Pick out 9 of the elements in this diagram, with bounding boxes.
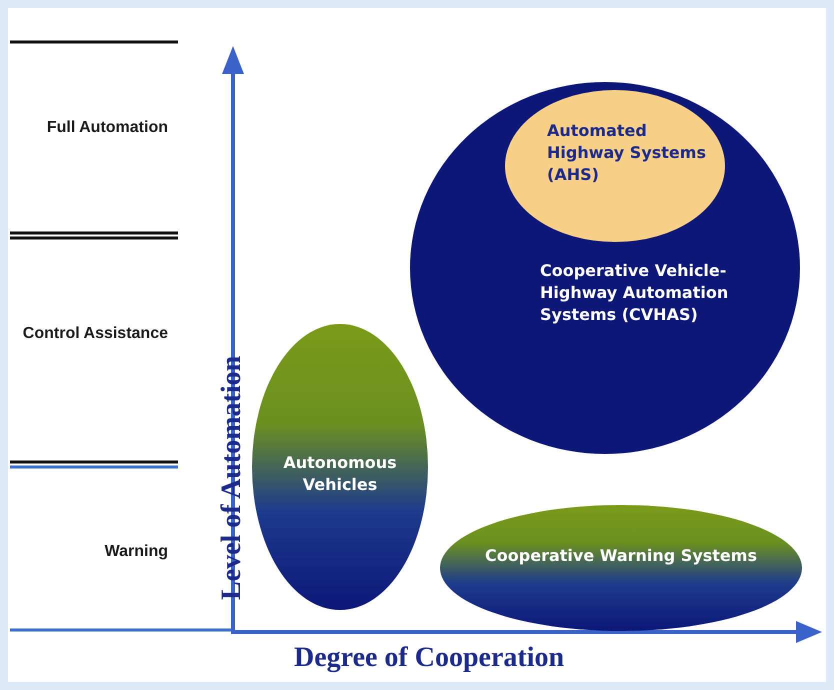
node-label: Cooperative Vehicle-Highway Automation Systems (CVHAS) <box>540 260 730 326</box>
node-label: Autonomous Vehicles <box>282 452 398 496</box>
level-label: Control Assistance <box>22 324 168 344</box>
node-label: Automated Highway Systems (AHS) <box>547 120 707 186</box>
axis-title: Level of Automation <box>216 356 248 600</box>
node-label: Cooperative Warning Systems <box>484 545 758 567</box>
level-label: Full Automation <box>46 118 168 138</box>
axis-title: Degree of Cooperation <box>294 642 564 674</box>
level-label: Warning <box>104 542 168 562</box>
